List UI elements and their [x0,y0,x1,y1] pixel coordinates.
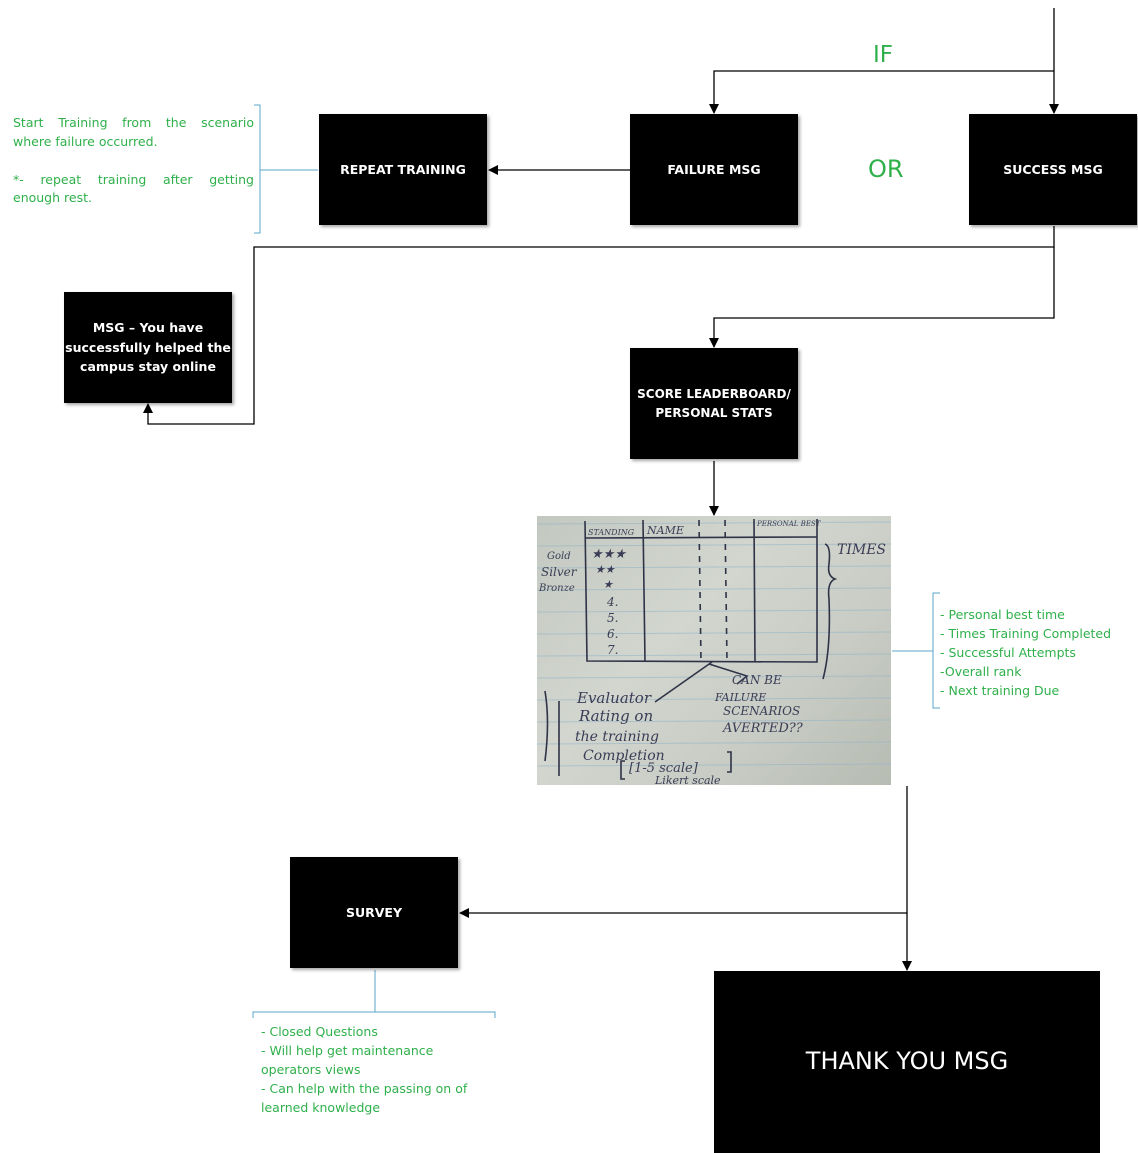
repeat-note-line-1: Start Training from the scenario [13,115,254,130]
sketch-row-label: 6. [607,627,618,641]
sketch-side-bronze: Bronze [538,583,575,594]
connector-success-to-msg [143,226,1055,425]
sketch-side-silver: Silver [541,565,578,579]
sketch-row-label: 7. [607,643,618,657]
connector-top-to-failure [709,70,1054,114]
leaderboard-box: SCORE LEADERBOARD/ PERSONAL STATS [630,348,798,459]
sketch-stars-bronze: ★ [603,578,614,591]
repeat-note-line-4: enough rest. [13,190,92,206]
sketch-stars-silver: ★★ [595,563,616,576]
thank-you-label: THANK YOU MSG [805,1047,1009,1076]
thank-you-box: THANK YOU MSG [714,971,1100,1153]
survey-label: SURVEY [345,904,403,920]
leaderboard-line-2: PERSONAL STATS [655,405,773,420]
sketch-eval-1: Evaluator [576,689,652,707]
sketch-header-personal-best: PERSONAL BEST [756,520,822,528]
note-bracket-survey [252,970,496,1018]
sketch-header-name: NAME [646,524,684,537]
sketch-row-label: 4. [606,595,618,609]
success-msg-box: SUCCESS MSG [969,114,1137,225]
leaderboard-line-1: SCORE LEADERBOARD/ [637,386,791,401]
survey-item: operators views [261,1062,361,1077]
sketch-failure-3: AVERTED?? [722,721,804,736]
repeat-training-label: REPEAT TRAINING [340,161,466,177]
repeat-training-note: Start Training from the scenario where f… [13,114,254,208]
or-label: OR [868,155,904,183]
survey-box: SURVEY [290,857,458,968]
sketch-eval-3: the training [575,729,659,745]
stats-item: - Successful Attempts [940,645,1076,660]
sketch-side-gold: Gold [547,551,571,562]
survey-item: - Closed Questions [261,1024,378,1039]
survey-note: - Closed Questions - Will help get maint… [261,1022,467,1117]
success-msg-label: SUCCESS MSG [1003,161,1103,177]
failure-msg-box: FAILURE MSG [630,114,798,225]
repeat-note-line-2: where failure occurred. [13,133,158,149]
survey-item: - Can help with the passing on of [261,1081,468,1096]
survey-item: - Will help get maintenance [261,1043,434,1058]
repeat-training-box: REPEAT TRAINING [319,114,487,225]
sketch-failure-1: FAILURE [714,691,766,704]
connector-sketch-to-survey [459,786,908,918]
stats-item: - Next training Due [940,683,1060,698]
stats-item: -Overall rank [940,664,1022,679]
success-message-line-3: campus stay online [80,359,216,375]
sketch-eval-2: Rating on [578,707,653,725]
note-bracket-repeat [254,104,318,234]
note-bracket-stats [892,592,940,709]
sketch-stars-gold: ★★★ [591,547,627,562]
success-message-box: MSG – You have successfully helped the c… [64,292,232,403]
sketch-scale-1: [1-5 scale] [629,761,699,776]
repeat-note-line-3: *- repeat training after getting [13,171,254,187]
sketch-can-be: CAN BE [732,673,782,687]
sketch-eval-4: Completion [583,748,665,764]
survey-item: learned knowledge [261,1100,381,1115]
sketch-header-standing: STANDING [588,528,635,537]
sketch-times-label: TIMES [837,542,886,558]
success-message-line-2: successfully helped the [65,339,231,355]
stats-item: - Personal best time [940,607,1065,622]
sketch-failure-2: SCENARIOS [723,704,800,718]
stats-note: - Personal best time - Times Training Co… [940,605,1111,700]
connector-success-to-leaderboard [709,247,1055,348]
stats-item: - Times Training Completed [940,626,1112,641]
sketch-scale-2: Likert scale [654,774,721,785]
success-message-line-1: MSG – You have [92,320,204,336]
if-label: IF [873,42,894,68]
leaderboard-sketch-photo: STANDING NAME PERSONAL BEST Gold Silver … [537,516,891,785]
sketch-row-label: 5. [607,611,618,625]
failure-msg-label: FAILURE MSG [667,161,761,177]
